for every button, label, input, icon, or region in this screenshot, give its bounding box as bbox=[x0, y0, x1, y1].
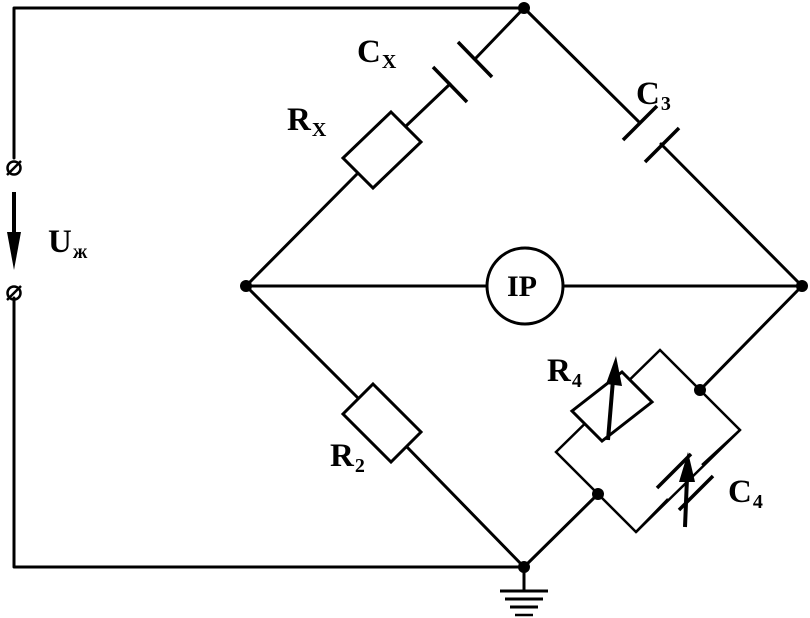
node-top bbox=[518, 2, 530, 14]
label-c4: C4 bbox=[728, 474, 763, 513]
label-rx: RX bbox=[287, 102, 327, 141]
label-r2: R2 bbox=[330, 438, 365, 477]
ground-icon bbox=[500, 565, 548, 617]
voltage-arrow bbox=[7, 192, 21, 270]
meter-circle bbox=[485, 246, 565, 326]
node-right bbox=[796, 280, 808, 292]
node-r4-c4-top bbox=[694, 384, 706, 396]
arm-r2 bbox=[244, 284, 526, 569]
label-c3: C3 bbox=[636, 76, 671, 115]
capacitor-c3 bbox=[621, 104, 681, 164]
resistor-rx bbox=[340, 109, 424, 191]
arm-rx-cx bbox=[244, 6, 526, 288]
label-r4: R4 bbox=[547, 353, 582, 392]
label-u: Uж bbox=[48, 224, 88, 263]
node-left bbox=[240, 280, 252, 292]
capacitor-cx bbox=[431, 40, 494, 104]
arm-c3 bbox=[522, 6, 804, 288]
supply-wires bbox=[12, 6, 526, 569]
c4-variable-arrow bbox=[679, 452, 695, 528]
meter-label: IP bbox=[507, 270, 537, 303]
supply-terminal-bottom bbox=[6, 285, 22, 301]
resistor-r2 bbox=[340, 381, 424, 465]
r4-variable-arrow bbox=[606, 356, 622, 441]
supply-terminal-top bbox=[6, 160, 22, 176]
label-cx: CX bbox=[357, 34, 397, 73]
arm-r4-c4 bbox=[522, 284, 804, 569]
node-r4-c4-bottom bbox=[592, 488, 604, 500]
